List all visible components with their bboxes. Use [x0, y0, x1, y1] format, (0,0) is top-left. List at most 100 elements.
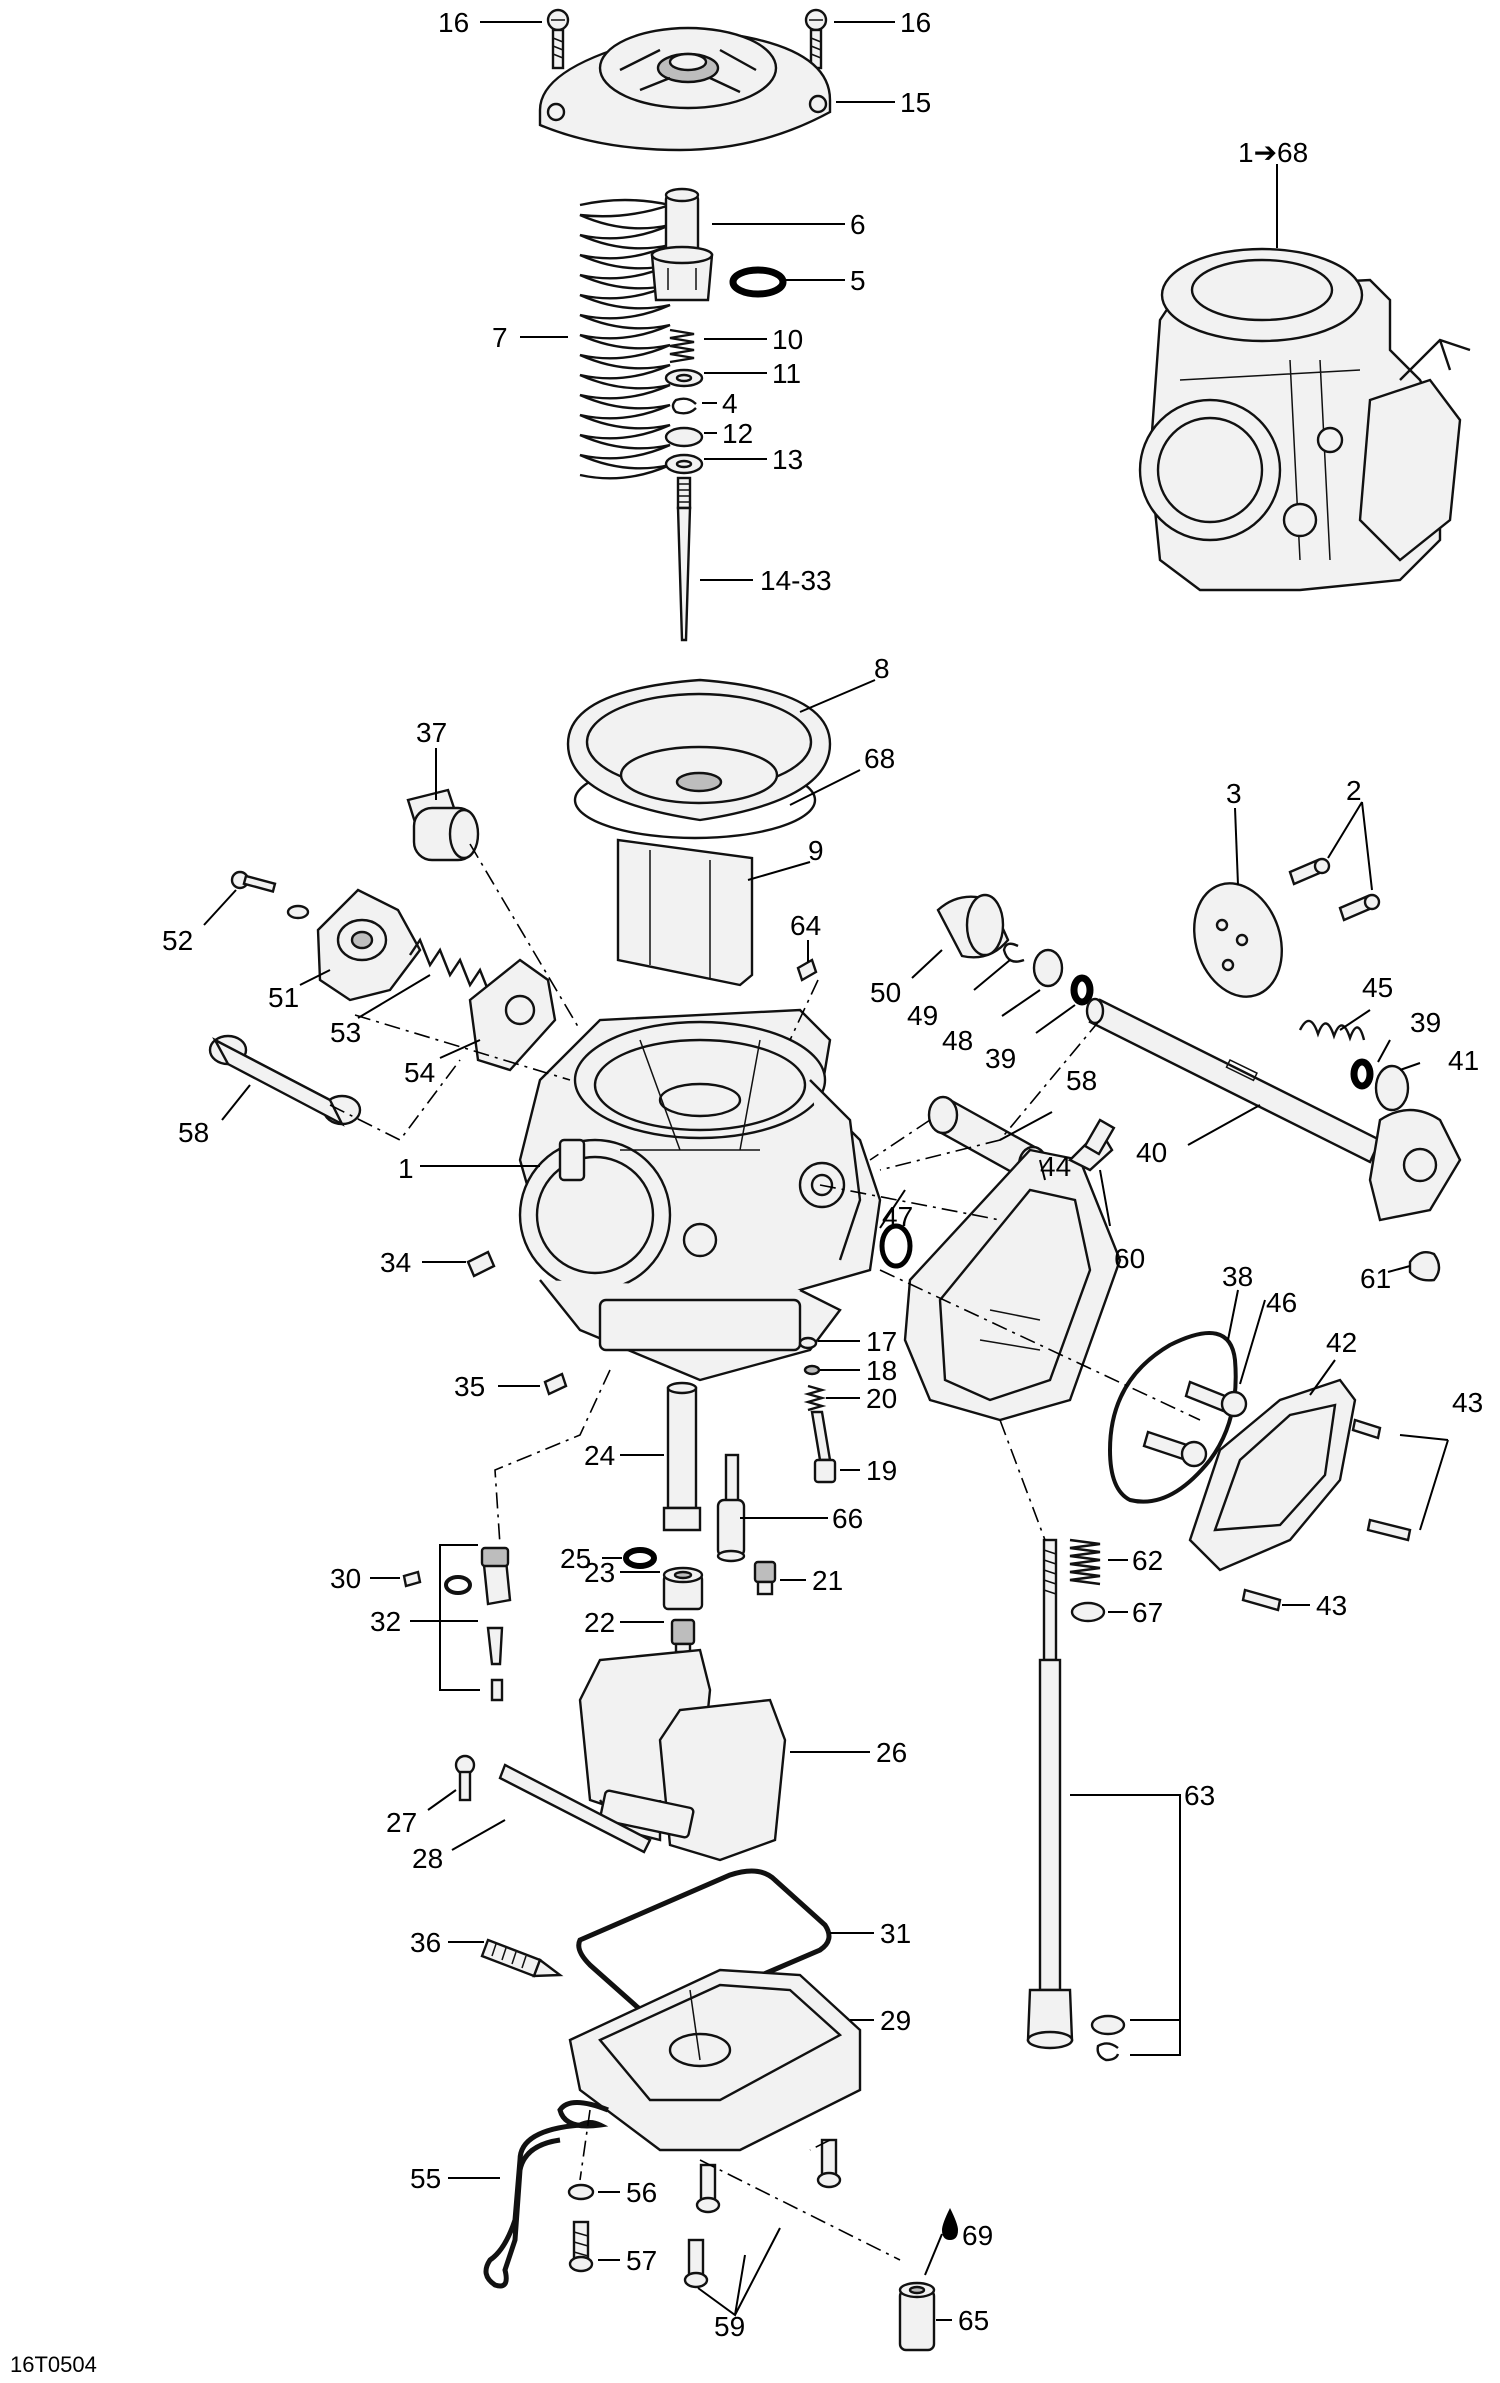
washer-11 [664, 368, 704, 388]
gasket-31 [576, 1868, 832, 2017]
callout-label: 56 [626, 2177, 657, 2208]
screw-57 [568, 2220, 594, 2273]
callout-label: 13 [772, 444, 803, 475]
o-ring-39-right [1350, 1058, 1374, 1090]
screw-27 [454, 1754, 476, 1802]
washer-12 [664, 426, 704, 448]
callout-label: 6 [850, 209, 866, 240]
screws-59 [683, 2138, 842, 2289]
float-bowl-29 [568, 1968, 862, 2152]
pilot-screw-19 [810, 1410, 837, 1484]
screw-52 [230, 870, 310, 920]
callout-label: 46 [1266, 1287, 1297, 1318]
pin-28 [498, 1763, 652, 1854]
callout-label: 40 [1136, 1137, 1167, 1168]
callout-label: 67 [1132, 1597, 1163, 1628]
washer-67 [1070, 1601, 1106, 1623]
callout-label: 19 [866, 1455, 897, 1486]
callout-label: 58 [1066, 1065, 1097, 1096]
callout-label: 16 [900, 7, 931, 38]
assembled-carburetor-view [1138, 247, 1471, 592]
callout-label: 69 [962, 2220, 993, 2251]
callout-label: 15 [900, 87, 931, 118]
leader-lines [203, 21, 1449, 2321]
callout-label: 12 [722, 418, 753, 449]
callout-label: 62 [1132, 1545, 1163, 1576]
washer-13-hole [675, 459, 693, 469]
screw-16-left [546, 8, 570, 70]
plate-42 [1188, 1378, 1357, 1572]
callout-label: 45 [1362, 972, 1393, 1003]
jet-21 [753, 1560, 777, 1596]
callout-label: 65 [958, 2305, 989, 2336]
callout-label: 48 [942, 1025, 973, 1056]
reference-code: 16T0504 [10, 2352, 97, 2377]
callout-label: 7 [492, 322, 508, 353]
main-jet-22 [670, 1618, 696, 1654]
cap-61 [1408, 1251, 1441, 1282]
float-26 [578, 1648, 787, 1862]
spring-45 [1298, 1019, 1366, 1042]
callout-label: 66 [832, 1503, 863, 1534]
washer-63 [1090, 2014, 1126, 2036]
callout-label: 1 [398, 1153, 414, 1184]
callout-label: 17 [866, 1326, 897, 1357]
callout-label: 64 [790, 910, 821, 941]
throttle-shaft-40 [1085, 997, 1462, 1222]
callout-label: 55 [410, 2163, 441, 2194]
callout-label: 26 [876, 1737, 907, 1768]
callout-label: 4 [722, 388, 738, 419]
callout-label: 41 [1448, 1045, 1479, 1076]
throttle-slide-9 [616, 838, 754, 987]
washer-11-hole [675, 373, 693, 383]
callout-label: 52 [162, 925, 193, 956]
callout-label: 61 [1360, 1263, 1391, 1294]
screws-46 [1142, 1380, 1248, 1468]
callout-label: 38 [1222, 1261, 1253, 1292]
callout-label: 53 [330, 1017, 361, 1048]
callout-label: 59 [714, 2311, 745, 2342]
callout-label: 31 [880, 1918, 911, 1949]
screw-43-c [1241, 1588, 1282, 1612]
spring-10 [669, 328, 695, 364]
part-drawings [208, 8, 1471, 2352]
plug-37 [406, 788, 480, 862]
callout-label: 35 [454, 1371, 485, 1402]
callout-label: 30 [330, 1563, 361, 1594]
air-screw-36 [480, 1938, 564, 1978]
washer-13 [664, 453, 704, 475]
callout-label: 63 [1184, 1780, 1215, 1811]
needle-valve-32 [444, 1546, 512, 1702]
callout-label: 3 [1226, 778, 1242, 809]
callout-label: 5 [850, 265, 866, 296]
top-cover-15 [538, 26, 832, 152]
fitting-60 [1067, 1118, 1116, 1172]
diaphragm-8 [566, 678, 832, 822]
pin-58-left [208, 1034, 362, 1127]
callout-label: 42 [1326, 1327, 1357, 1358]
plate-54 [468, 958, 557, 1072]
clip-49 [1002, 942, 1025, 963]
callout-label: 2 [1346, 775, 1362, 806]
cover-44 [903, 1148, 1122, 1422]
callout-label: 28 [412, 1843, 443, 1874]
o-ring-47 [879, 1223, 913, 1269]
callout-label: 24 [584, 1440, 615, 1471]
callout-label: 9 [808, 835, 824, 866]
callout-label: 54 [404, 1057, 435, 1088]
cable-63 [1026, 1538, 1074, 2050]
jet-66 [716, 1453, 746, 1563]
callout-label: 39 [985, 1043, 1016, 1074]
callout-label: 23 [584, 1557, 615, 1588]
callout-label: 18 [866, 1355, 897, 1386]
screw-43-a [1351, 1418, 1382, 1440]
callout-label: 21 [812, 1565, 843, 1596]
callout-label: 11 [772, 358, 801, 389]
washer-48 [1032, 948, 1064, 988]
screw-64 [796, 958, 818, 982]
clip-4 [671, 397, 697, 415]
spring-53 [409, 937, 492, 996]
callout-label: 10 [772, 324, 803, 355]
throttle-plate-3 [1193, 882, 1283, 998]
